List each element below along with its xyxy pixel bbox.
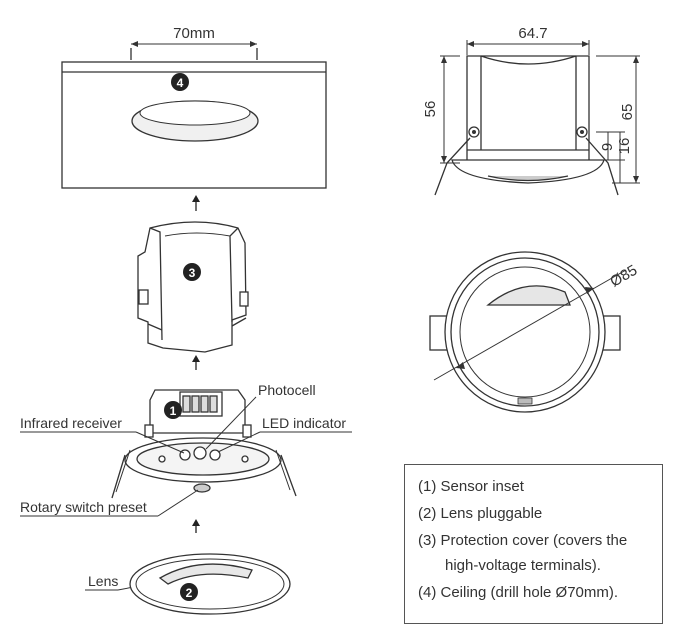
sensor-inset: [111, 389, 297, 499]
marker-3: 3: [183, 263, 201, 281]
legend-item-2: (2) Lens pluggable: [418, 505, 543, 522]
legend-item-3-cont: high-voltage terminals).: [445, 557, 601, 574]
marker-1: 1: [164, 401, 182, 419]
legend-item-3: (3) Protection cover (covers the: [418, 532, 628, 549]
height-65-label: 65: [619, 104, 636, 121]
arrow-up-icon: [192, 195, 200, 211]
callout-lines: [20, 396, 352, 591]
marker-2: 2: [180, 583, 198, 601]
rotary-switch-preset-label: Rotary switch preset: [20, 499, 147, 515]
lens-label: Lens: [88, 573, 118, 589]
ceiling-width-label: 70mm: [173, 25, 215, 42]
height-56-label: 56: [422, 101, 439, 118]
ceiling-panel: [61, 41, 327, 189]
dim-16-label: 16: [616, 138, 633, 155]
width-dimension-label: 64.7: [518, 25, 547, 42]
marker-3-text: 3: [189, 266, 196, 280]
marker-4-text: 4: [177, 76, 184, 90]
infrared-receiver-label: Infrared receiver: [20, 415, 122, 431]
marker-1-text: 1: [170, 404, 177, 418]
marker-2-text: 2: [186, 586, 193, 600]
photocell-label: Photocell: [258, 382, 316, 398]
legend-item-4: (4) Ceiling (drill hole Ø70mm).: [418, 584, 619, 601]
led-indicator-label: LED indicator: [262, 415, 346, 431]
top-view-drawing: [429, 251, 627, 413]
lens-part: [129, 553, 291, 615]
diameter-label: Ø85: [607, 262, 640, 291]
arrow-up-icon-2: [192, 355, 200, 370]
legend-box: [404, 464, 663, 624]
marker-4: 4: [171, 73, 189, 91]
legend-item-1: (1) Sensor inset: [418, 478, 524, 495]
protection-cover: [137, 221, 249, 353]
dim-9-label: 9: [599, 143, 616, 151]
side-view-drawing: [434, 40, 640, 196]
arrow-up-icon-3: [192, 519, 200, 533]
